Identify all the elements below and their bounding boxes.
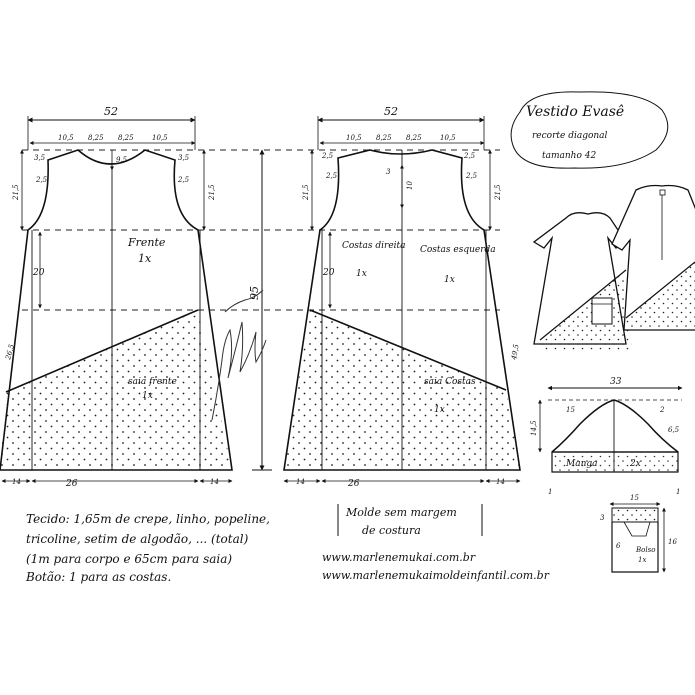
back-neck-depth: 3 — [386, 168, 391, 176]
front-piece-count: 1x — [138, 252, 152, 265]
front-width-label: 52 — [104, 105, 118, 118]
back-right-count: 1x — [444, 275, 455, 285]
length-label: 95 — [248, 286, 261, 300]
front-armhole-depth-right: 21,5 — [208, 184, 216, 201]
website-links: www.marlenemukai.com.br www.marlenemukai… — [322, 551, 550, 582]
front-skirt-label: saia frente — [128, 377, 177, 387]
pocket-height: 16 — [668, 538, 677, 546]
front-armhole-width-right: 2,5 — [177, 176, 190, 184]
front-skirt-fill — [0, 310, 232, 470]
back-bottom-left: 14 — [296, 478, 305, 486]
pocket-count: 1x — [638, 556, 646, 564]
back-diagonal-cut — [309, 309, 507, 391]
pocket-fold: 3 — [600, 514, 605, 522]
front-neck-depth: 9,5 — [116, 156, 128, 164]
front-outline — [0, 149, 233, 471]
notes-line-1: Tecido: 1,65m de crepe, linho, popeline, — [26, 512, 270, 526]
front-piece-label: Frente — [127, 236, 166, 249]
fabric-notes: Tecido: 1,65m de crepe, linho, popeline,… — [25, 512, 270, 584]
back-top-measure-3: 8,25 — [406, 134, 422, 142]
front-piece: 52 10,5 8,25 8,25 10,5 9,5 3,5 3,5 2,5 2… — [0, 105, 233, 489]
sleeve-hem-right: 1 — [676, 488, 680, 496]
front-top-measure-2: 8,25 — [88, 134, 104, 142]
dress-front-illustration — [532, 212, 632, 352]
sleeve-height: 14,5 — [530, 420, 538, 436]
front-bottom-left: 14 — [12, 478, 21, 486]
signature-mark — [211, 289, 267, 421]
back-shoulder-right: 2,5 — [463, 152, 476, 160]
sleeve-piece: 33 14,5 15 2 6,5 Manga 2x 1 1 — [530, 377, 683, 496]
front-top-measure-4: 10,5 — [152, 134, 168, 142]
back-left-count: 1x — [356, 269, 367, 279]
dress-back-illustration — [611, 184, 695, 331]
pocket-corner: 6 — [616, 542, 621, 550]
back-armhole-width-left: 2,5 — [325, 172, 338, 180]
front-diagonal-cut — [5, 309, 199, 393]
notes-line-2: tricoline, setim de algodão, ... (total) — [26, 532, 249, 546]
sleeve-width: 33 — [610, 377, 622, 387]
notes-line-3: (1m para corpo e 65cm para saia) — [26, 552, 232, 566]
front-bottom-center: 26 — [65, 479, 78, 489]
guide-lines — [22, 149, 500, 311]
seam-note-line-2: de costura — [362, 524, 421, 537]
back-bottom-right: 14 — [496, 478, 505, 486]
back-top-measure-1: 10,5 — [346, 134, 362, 142]
pocket-width: 15 — [630, 494, 639, 502]
back-top-measure-2: 8,25 — [376, 134, 392, 142]
sleeve-label: Manga — [565, 459, 598, 469]
back-skirt-count: 1x — [434, 405, 445, 415]
pocket-label: Bolso — [635, 546, 655, 554]
notes-line-4: Botão: 1 para as costas. — [25, 570, 171, 584]
front-top-measure-1: 10,5 — [58, 134, 74, 142]
back-top-measure-4: 10,5 — [440, 134, 456, 142]
back-armhole-depth-left: 21,5 — [302, 184, 310, 201]
back-bottom-center: 26 — [347, 479, 360, 489]
back-shoulder-left: 2,5 — [321, 152, 334, 160]
back-right-label: Costas esquerda — [420, 245, 496, 255]
back-armhole-depth-right: 21,5 — [494, 184, 502, 201]
length-dimension: 95 — [248, 149, 272, 471]
seam-note: Molde sem margem de costura — [337, 504, 483, 537]
front-armhole-depth-left: 21,5 — [12, 184, 20, 201]
sleeve-hem-left: 1 — [548, 488, 552, 496]
sleeve-count: 2x — [629, 459, 641, 469]
back-armhole-width-right: 2,5 — [465, 172, 478, 180]
front-skirt-count: 1x — [142, 391, 153, 401]
back-width-label: 52 — [384, 105, 398, 118]
back-piece: 52 10,5 8,25 8,25 10,5 3 10 2,5 2,5 2,5 … — [283, 105, 521, 489]
back-skirt-label: saia Costas — [424, 377, 476, 387]
title-line-1: Vestido Evasê — [526, 104, 624, 120]
title-block: Vestido Evasê recorte diagonal tamanho 4… — [510, 91, 669, 169]
sleeve-left-curve: 15 — [566, 406, 575, 414]
back-side-diagonal: 49,5 — [510, 343, 521, 361]
back-waist-drop: 20 — [322, 268, 335, 278]
sleeve-cap-right: 6,5 — [668, 426, 680, 434]
title-line-2: recorte diagonal — [532, 131, 608, 141]
seam-note-line-1: Molde sem margem — [345, 506, 457, 519]
back-left-label: Costas direita — [342, 241, 406, 251]
title-line-3: tamanho 42 — [542, 151, 596, 161]
front-shoulder-right: 3,5 — [178, 154, 190, 162]
url-line-2[interactable]: www.marlenemukaimoldeinfantil.com.br — [322, 569, 550, 582]
front-bottom-right: 14 — [210, 478, 219, 486]
back-outline — [283, 149, 521, 471]
front-armhole-width-left: 2,5 — [35, 176, 48, 184]
url-line-1[interactable]: www.marlenemukai.com.br — [322, 551, 476, 564]
sleeve-right-curve: 2 — [659, 406, 665, 414]
pocket-piece: 15 16 3 6 Bolso 1x — [600, 494, 677, 573]
back-opening: 10 — [406, 181, 414, 190]
front-top-measure-3: 8,25 — [118, 134, 134, 142]
front-shoulder-left: 3,5 — [34, 154, 46, 162]
front-waist-drop: 20 — [32, 268, 45, 278]
